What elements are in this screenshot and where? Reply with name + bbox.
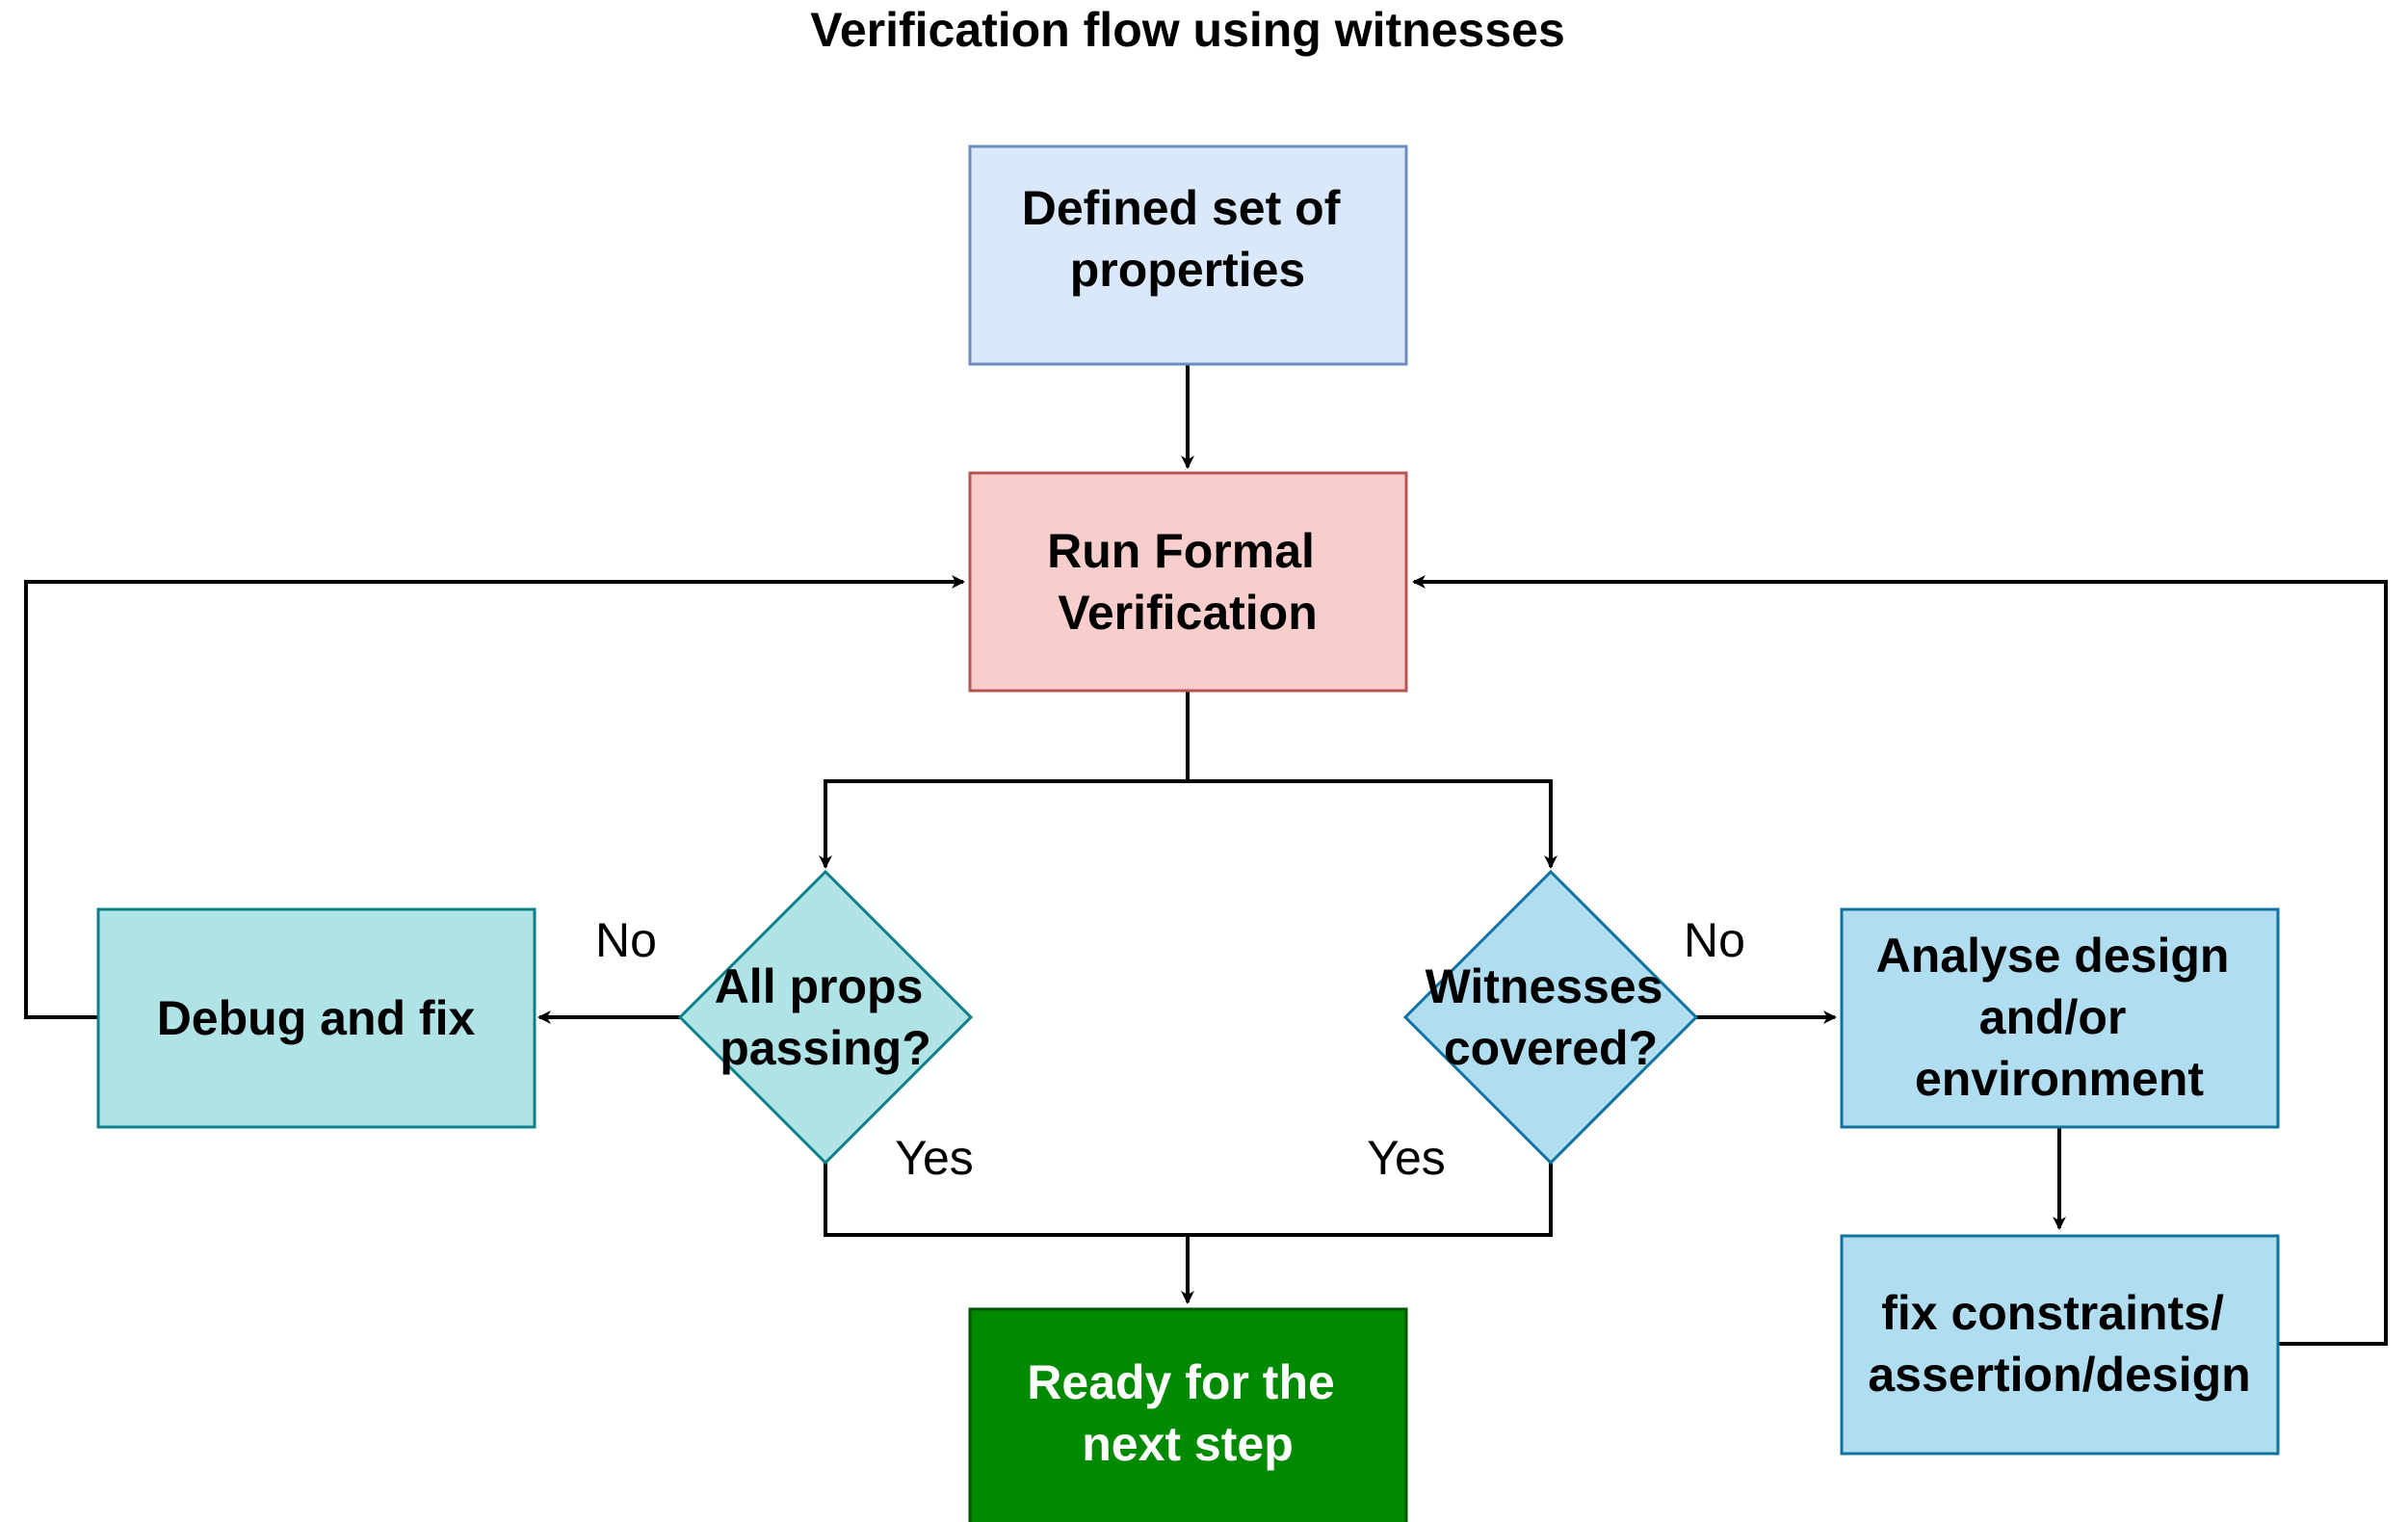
node-debug-and-fix: Debug and fix (96, 907, 537, 1129)
node-witnesses-covered: Witnesses covered? (1402, 869, 1699, 1166)
node-analyse-design: Analyse design and/or environment (1840, 907, 2280, 1129)
edges (24, 364, 2388, 1346)
edge-debug-to-run (24, 575, 965, 1019)
node-analyse-design-line-1: Analyse design (1876, 929, 2230, 983)
node-run-formal-verification-line-1: Run Formal (1047, 524, 1315, 578)
node-ready-next-step-line-2: next step (1082, 1417, 1294, 1471)
node-analyse-design-shape (1840, 907, 2280, 1129)
node-fix-constraints-line-2: assertion/design (1868, 1348, 2250, 1402)
node-run-formal-verification-line-2: Verification (1058, 586, 1318, 640)
node-witnesses-covered-line-2: covered? (1444, 1021, 1658, 1075)
edge-label-left-yes: Yes (895, 1131, 974, 1185)
node-fix-constraints-label: fix constraints/ assertion/design (1868, 1286, 2250, 1402)
node-fix-constraints: fix constraints/ assertion/design (1840, 1234, 2280, 1456)
node-defined-properties-line-1: Defined set of (1022, 181, 1341, 235)
node-all-props-passing: All props passing? (677, 869, 974, 1166)
edge-fix-to-run (1412, 575, 2388, 1346)
node-run-formal-verification: Run Formal Verification (968, 471, 1408, 693)
node-debug-and-fix-shape (96, 907, 537, 1129)
node-ready-next-step-shape (968, 1307, 1408, 1522)
node-analyse-design-line-2: and/or (1979, 990, 2127, 1044)
edge-witnesses-to-ready (1188, 1163, 1553, 1237)
node-all-props-passing-label: All props passing? (715, 959, 937, 1075)
edge-label-right-yes: Yes (1367, 1131, 1446, 1185)
node-witnesses-covered-shape (1402, 869, 1699, 1166)
node-debug-and-fix-label: Debug and fix (157, 991, 476, 1045)
node-defined-properties-label: Defined set of properties (1022, 181, 1354, 297)
node-fix-constraints-line-1: fix constraints/ (1881, 1286, 2224, 1340)
node-all-props-passing-shape (677, 869, 974, 1166)
node-run-formal-verification-shape (968, 471, 1408, 693)
node-witnesses-covered-label: Witnesses covered? (1426, 959, 1677, 1075)
edge-run-to-witnesses (1188, 779, 1557, 869)
node-ready-next-step-line-1: Ready for the (1027, 1355, 1335, 1409)
edge-run-to-allprops (819, 691, 1190, 869)
node-all-props-passing-line-1: All props (715, 959, 924, 1013)
node-analyse-design-label: Analyse design and/or environment (1876, 929, 2243, 1106)
edge-label-left-no: No (595, 913, 657, 967)
node-all-props-passing-line-2: passing? (720, 1021, 930, 1075)
node-ready-next-step: Ready for the next step (968, 1307, 1408, 1522)
node-defined-properties: Defined set of properties (968, 144, 1408, 366)
node-defined-properties-line-2: properties (1070, 243, 1306, 297)
node-defined-properties-shape (968, 144, 1408, 366)
diagram-title: Verification flow using witnesses (810, 3, 1565, 57)
edge-labels: No No Yes Yes (595, 913, 1745, 1185)
node-fix-constraints-shape (1840, 1234, 2280, 1456)
node-witnesses-covered-line-1: Witnesses (1426, 959, 1663, 1013)
node-run-formal-verification-label: Run Formal Verification (1047, 524, 1328, 640)
node-debug-and-fix-line-1: Debug and fix (157, 991, 476, 1045)
edge-label-right-no: No (1684, 913, 1745, 967)
node-ready-next-step-label: Ready for the next step (1027, 1355, 1348, 1471)
node-analyse-design-line-3: environment (1915, 1052, 2204, 1106)
edge-allprops-to-ready (824, 1163, 1194, 1304)
